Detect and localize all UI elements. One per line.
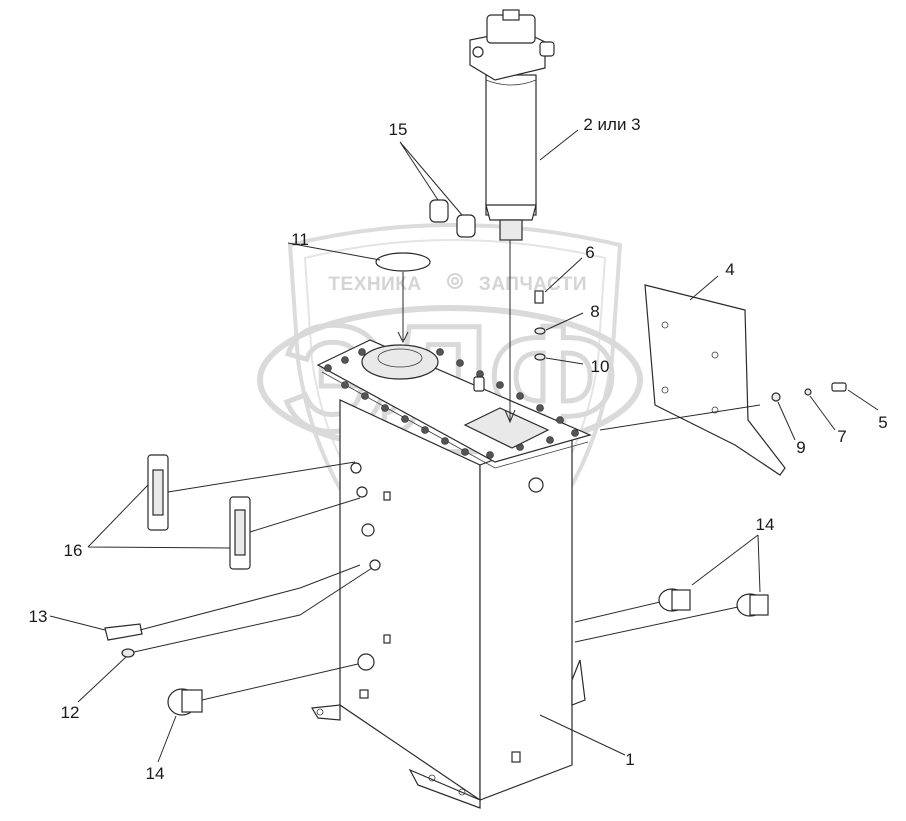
callout-10: 10 xyxy=(591,357,610,376)
callout-13: 13 xyxy=(29,607,48,626)
callout-11: 11 xyxy=(291,230,309,249)
fitting-12 xyxy=(121,648,135,658)
tank-body xyxy=(311,339,592,809)
filter-assembly xyxy=(469,9,555,241)
callout-5: 5 xyxy=(878,413,887,432)
callout-1: 1 xyxy=(625,750,634,769)
fitting-14-right-a xyxy=(658,588,691,612)
callout-4: 4 xyxy=(725,260,734,279)
lid-bolts xyxy=(324,348,579,459)
breather-caps xyxy=(429,199,476,238)
callout-15: 15 xyxy=(389,120,408,139)
callout-6: 6 xyxy=(585,243,594,262)
watermark-right-text: ЗАПЧАСТИ xyxy=(479,274,587,295)
fitting-14-left xyxy=(167,688,203,716)
sight-gauges xyxy=(147,454,251,570)
fasteners-5-7-9 xyxy=(771,382,847,402)
callout-8: 8 xyxy=(590,302,599,321)
small-parts-6-8-10 xyxy=(534,290,546,361)
callout-14-right: 14 xyxy=(756,515,775,534)
watermark-left-text: ТЕХНИКА xyxy=(328,274,421,295)
fitting-13 xyxy=(104,623,143,641)
o-ring xyxy=(375,252,431,272)
callout-9: 9 xyxy=(796,438,805,457)
watermark-gear-icon xyxy=(447,273,463,289)
callout-14-left: 14 xyxy=(146,764,165,783)
callout-labels: 1 2 или 3 4 5 6 7 8 9 10 11 12 13 14 14 … xyxy=(29,115,888,783)
callout-16: 16 xyxy=(64,541,83,560)
callout-12: 12 xyxy=(61,703,80,722)
fitting-14-right-b xyxy=(736,593,769,617)
leader-lines xyxy=(49,129,879,763)
mounting-plate xyxy=(644,284,786,476)
callout-2-or-3: 2 или 3 xyxy=(583,115,640,134)
callout-7: 7 xyxy=(837,427,846,446)
